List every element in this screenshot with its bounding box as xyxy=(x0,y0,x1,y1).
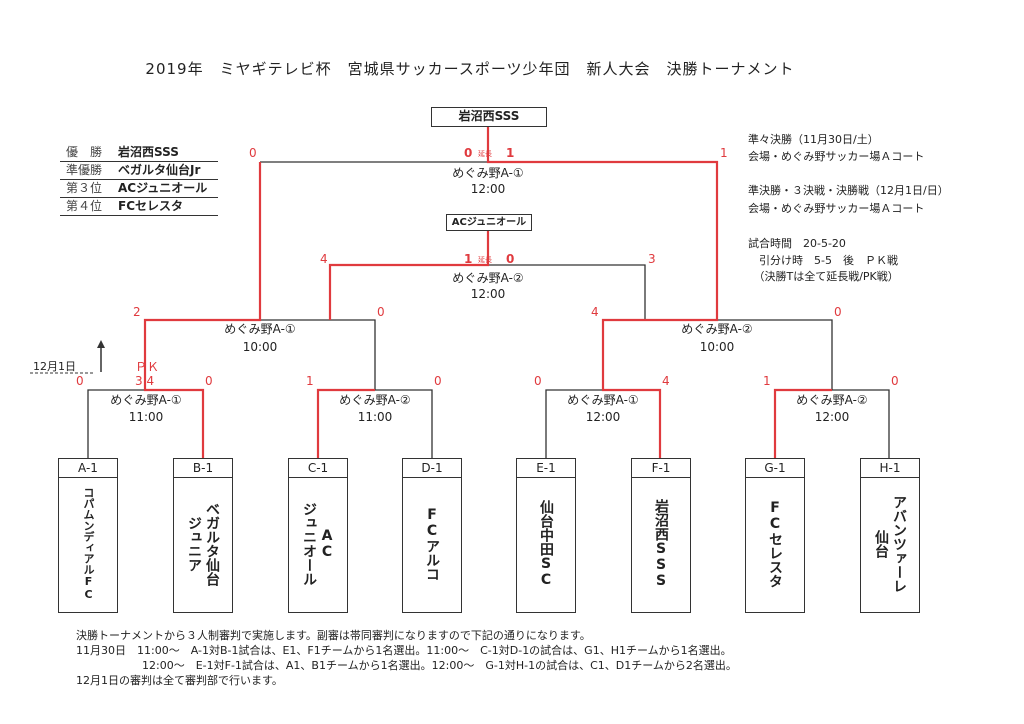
note-line: 12:00～ E-1対F-1試合は、A1、B1チームから1名選出。12:00～ … xyxy=(76,659,737,672)
info-line: 準々決勝（11月30日/土） xyxy=(748,133,879,146)
team-name: FCセレスタ xyxy=(767,500,783,588)
final-outer-left: 0 xyxy=(249,146,257,160)
third-venue: めぐみ野A-② xyxy=(452,271,524,285)
third-place-box: ACジュニオール xyxy=(446,214,532,231)
team-code: F-1 xyxy=(632,459,690,478)
team-box: E-1 仙台中田SC xyxy=(516,458,576,613)
rank-label: 優 勝 xyxy=(66,145,103,159)
info-line: 準決勝・３決戦・決勝戦（12月1日/日） xyxy=(748,184,949,197)
rank-team: ACジュニオール xyxy=(118,181,208,195)
note-line: 12月1日の審判は全て審判部で行います。 xyxy=(76,674,283,687)
note-line: 決勝トーナメントから３人制審判で実施します。副審は帯同審判になりますので下記の通… xyxy=(76,629,591,642)
rank-label: 第４位 xyxy=(66,199,103,213)
info-line: 試合時間 20-5-20 xyxy=(748,237,846,250)
champion-box: 岩沼西SSS xyxy=(431,107,547,127)
semi-score: 0 xyxy=(377,305,385,319)
quarter-time: 11:00 xyxy=(128,410,164,424)
quarter-score: 0 xyxy=(205,374,213,388)
quarter-score: 0 xyxy=(76,374,84,388)
team-name: コパムンディアルFC xyxy=(82,487,95,601)
quarter-score: 1 xyxy=(763,374,771,388)
third-score-right: 0 xyxy=(506,252,515,266)
third-outer-right: 3 xyxy=(648,252,656,266)
team-box: B-1 ベガルタ仙台ジュニア xyxy=(173,458,233,613)
team-code: E-1 xyxy=(517,459,575,478)
third-outer-left: 4 xyxy=(320,252,328,266)
info-line: （決勝Tは全て延長戦/PK戦） xyxy=(748,270,899,283)
final-time: 12:00 xyxy=(470,182,506,196)
page-title: 2019年 ミヤギテレビ杯 宮城県サッカースポーツ少年団 新人大会 決勝トーナメ… xyxy=(145,60,795,78)
quarter-time: 12:00 xyxy=(585,410,621,424)
quarter-time: 12:00 xyxy=(814,410,850,424)
semi-time: 10:00 xyxy=(699,340,735,354)
results-table: 優 勝 岩沼西SSS 準優勝 ベガルタ仙台Jr 第３位 ACジュニオール 第４位 FCセ… xyxy=(60,144,218,216)
quarter-venue: めぐみ野A-② xyxy=(796,393,868,407)
team-name: AC xyxy=(319,528,335,560)
rank-label: 第３位 xyxy=(66,181,103,195)
team-name: アバンツァーレ xyxy=(891,495,907,593)
quarter-score: 0 xyxy=(891,374,899,388)
team-name: ベガルタ仙台 xyxy=(204,502,220,586)
quarter-score: 4 xyxy=(662,374,670,388)
team-code: D-1 xyxy=(403,459,461,478)
team-code: G-1 xyxy=(746,459,804,478)
team-code: C-1 xyxy=(289,459,347,478)
semi-venue: めぐみ野A-② xyxy=(681,322,753,336)
team-name: 仙台 xyxy=(873,530,889,558)
team-name: 仙台中田SC xyxy=(538,500,554,588)
team-code: H-1 xyxy=(861,459,919,478)
final-outer-right: 1 xyxy=(720,146,728,160)
team-name: ジュニア xyxy=(186,516,202,572)
team-box: F-1 岩沼西SSS xyxy=(631,458,691,613)
semi-score: 4 xyxy=(591,305,599,319)
rank-team: ベガルタ仙台Jr xyxy=(118,163,201,177)
team-name: ジュニオール xyxy=(301,502,317,586)
pk-score: 3 4 xyxy=(135,374,155,388)
semi-score: 0 xyxy=(834,305,842,319)
semi-score: 2 xyxy=(133,305,141,319)
semi-time: 10:00 xyxy=(242,340,278,354)
info-line: 会場・めぐみ野サッカー場Ａコート xyxy=(748,150,925,163)
quarter-score: 1 xyxy=(306,374,314,388)
quarter-venue: めぐみ野A-② xyxy=(339,393,411,407)
final-extra-time: 延長 xyxy=(478,150,492,158)
info-line: 引分け時 5-5 後 ＰＫ戦 xyxy=(748,254,898,267)
pk-label: ＰＫ xyxy=(135,360,160,374)
final-score-left: 0 xyxy=(464,146,473,160)
final-venue: めぐみ野A-① xyxy=(452,166,524,180)
team-name: 岩沼西SSS xyxy=(653,499,669,589)
day-marker: 12月1日 xyxy=(33,360,76,373)
final-score-right: 1 xyxy=(506,146,515,160)
third-time: 12:00 xyxy=(470,287,506,301)
team-code: B-1 xyxy=(174,459,232,478)
quarter-score: 0 xyxy=(534,374,542,388)
team-box: H-1 アバンツァーレ仙台 xyxy=(860,458,920,613)
team-code: A-1 xyxy=(59,459,117,478)
info-line: 会場・めぐみ野サッカー場Ａコート xyxy=(748,202,925,215)
third-extra-time: 延長 xyxy=(478,256,492,264)
quarter-score: 0 xyxy=(434,374,442,388)
note-line: 11月30日 11:00～ A-1対B-1試合は、E1、F1チームから1名選出。… xyxy=(76,644,732,657)
rank-team: FCセレスタ xyxy=(118,199,184,213)
third-score-left: 1 xyxy=(464,252,473,266)
team-name: FCアルコ xyxy=(424,507,440,581)
rank-label: 準優勝 xyxy=(66,163,103,177)
referee-notes: 決勝トーナメントから３人制審判で実施します。副審は帯同審判になりますので下記の通… xyxy=(76,628,737,688)
team-box: A-1 コパムンディアルFC xyxy=(58,458,118,613)
quarter-venue: めぐみ野A-① xyxy=(567,393,639,407)
quarter-venue: めぐみ野A-① xyxy=(110,393,182,407)
semi-venue: めぐみ野A-① xyxy=(224,322,296,336)
quarter-time: 11:00 xyxy=(357,410,393,424)
rank-team: 岩沼西SSS xyxy=(118,145,179,159)
